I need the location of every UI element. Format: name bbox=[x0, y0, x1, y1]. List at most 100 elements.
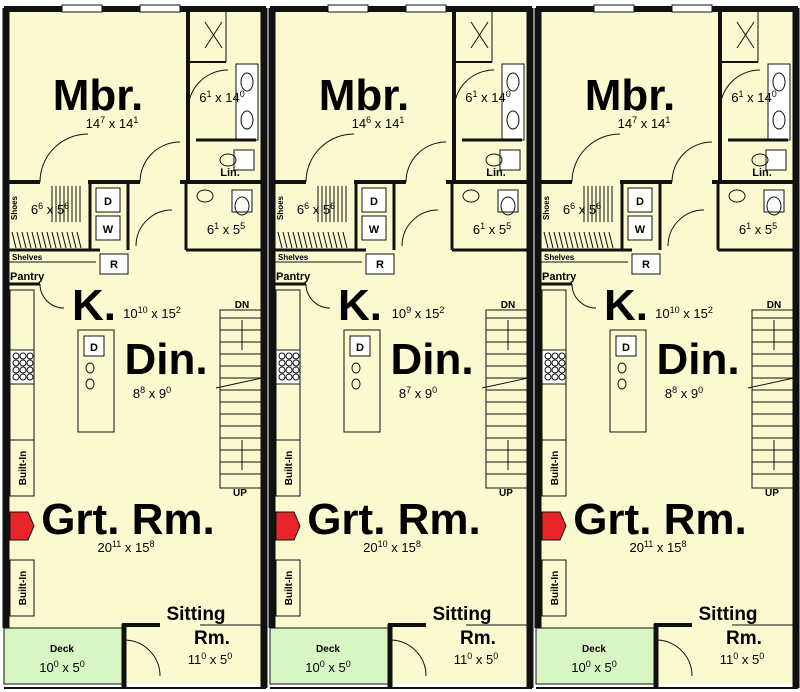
shelves-label: Shelves bbox=[12, 253, 43, 262]
shelf-hatch bbox=[297, 231, 303, 249]
shelf-hatch bbox=[61, 231, 67, 249]
shelf-hatch bbox=[588, 231, 594, 249]
island-sink-2 bbox=[351, 378, 361, 390]
burner bbox=[292, 373, 300, 381]
built-in-top bbox=[9, 439, 35, 497]
fireplace bbox=[9, 511, 35, 541]
shelf-hatch bbox=[553, 231, 559, 249]
shelf-hatch bbox=[327, 231, 333, 249]
deck-area bbox=[3, 627, 123, 685]
washer bbox=[361, 215, 387, 241]
shelves-label: Shelves bbox=[544, 253, 575, 262]
room-great-dims: 2011 x 158 bbox=[629, 539, 686, 555]
room-sitting-dims: 110 x 50 bbox=[188, 651, 233, 667]
room-mbr-name: Mbr. bbox=[319, 71, 409, 120]
room-great-name: Grt. Rm. bbox=[573, 495, 747, 544]
shelf-hatch bbox=[573, 231, 579, 249]
door-swing-3 bbox=[453, 69, 495, 111]
burner bbox=[19, 366, 27, 374]
pantry-label: Pantry bbox=[276, 271, 311, 283]
shelf-hatch bbox=[277, 231, 283, 249]
shelf-hatch bbox=[282, 231, 288, 249]
washer-label: W bbox=[635, 224, 646, 236]
stair-break bbox=[747, 377, 795, 389]
shelf-hatch bbox=[292, 231, 298, 249]
built-in-bottom bbox=[275, 559, 301, 617]
shelf-hatch bbox=[16, 231, 22, 249]
room-sitting-dims: 110 x 50 bbox=[454, 651, 499, 667]
deck-door bbox=[123, 639, 161, 677]
toilet-tank-2 bbox=[763, 189, 785, 213]
room-great-name: Grt. Rm. bbox=[307, 495, 481, 544]
washer-label: W bbox=[103, 224, 114, 236]
shelf-hatch bbox=[337, 231, 343, 249]
burner bbox=[558, 352, 566, 360]
island-sink bbox=[351, 362, 361, 374]
linen-label: Lin. bbox=[220, 167, 240, 179]
stair-down-label: DN bbox=[235, 300, 249, 311]
room-bath2-dims: 61 x 55 bbox=[207, 221, 245, 237]
fridge-label: R bbox=[376, 259, 384, 271]
sink-3 bbox=[462, 189, 480, 203]
stair-up-label: UP bbox=[765, 488, 779, 499]
room-deck-dims: 100 x 50 bbox=[305, 659, 350, 675]
shelf-hatch bbox=[21, 231, 27, 249]
built-in-top bbox=[275, 439, 301, 497]
shelf-hatch bbox=[66, 231, 72, 249]
dryer bbox=[361, 187, 387, 213]
shelf-hatch bbox=[56, 231, 62, 249]
shelf-hatch bbox=[563, 231, 569, 249]
floor-area bbox=[538, 8, 794, 684]
burner bbox=[19, 373, 27, 381]
built-in-label: Built-In bbox=[284, 451, 295, 485]
room-bath2-dims: 61 x 55 bbox=[739, 221, 777, 237]
window-top-2 bbox=[671, 4, 713, 13]
built-in-label-2: Built-In bbox=[550, 571, 561, 605]
burner bbox=[292, 366, 300, 374]
washer bbox=[627, 215, 653, 241]
door-swing-3 bbox=[719, 69, 761, 111]
room-mbr-dims: 146 x 141 bbox=[352, 115, 405, 131]
toilet bbox=[485, 153, 503, 167]
burner bbox=[544, 352, 552, 360]
room-sitting-dims: 110 x 50 bbox=[720, 651, 765, 667]
burner bbox=[544, 359, 552, 367]
sink-2 bbox=[240, 110, 254, 130]
room-deck-name: Deck bbox=[316, 644, 340, 655]
burner bbox=[551, 366, 559, 374]
window-top-2 bbox=[405, 4, 447, 13]
door-swing-2 bbox=[405, 141, 447, 183]
window-top-2 bbox=[139, 4, 181, 13]
built-in-label-2: Built-In bbox=[18, 571, 29, 605]
shelf-hatch bbox=[312, 231, 318, 249]
floor-area bbox=[6, 8, 262, 684]
island-sink-2 bbox=[85, 378, 95, 390]
shelf-hatch bbox=[76, 231, 82, 249]
sink-3 bbox=[196, 189, 214, 203]
fireplace bbox=[275, 511, 301, 541]
washer bbox=[95, 215, 121, 241]
burner bbox=[278, 352, 286, 360]
room-mbr-name: Mbr. bbox=[585, 71, 675, 120]
shelf-hatch bbox=[342, 231, 348, 249]
burner bbox=[26, 359, 34, 367]
room-mbr-dims: 147 x 141 bbox=[86, 115, 139, 131]
door-swing bbox=[571, 133, 621, 183]
built-in-label: Built-In bbox=[550, 451, 561, 485]
room-mbr-name: Mbr. bbox=[53, 71, 143, 120]
room-dining-dims: 88 x 90 bbox=[133, 385, 171, 401]
burner bbox=[26, 366, 34, 374]
shoes-label: Shoes bbox=[10, 195, 19, 220]
burner bbox=[292, 359, 300, 367]
room-sitting-name-2: Rm. bbox=[194, 628, 230, 649]
stair-down-label: DN bbox=[501, 300, 515, 311]
fridge bbox=[99, 253, 129, 275]
toilet bbox=[751, 153, 769, 167]
built-in-label: Built-In bbox=[18, 451, 29, 485]
shelf-hatch bbox=[598, 231, 604, 249]
shelf-hatch bbox=[578, 231, 584, 249]
room-mbr-dims: 147 x 141 bbox=[618, 115, 671, 131]
built-in-label-2: Built-In bbox=[284, 571, 295, 605]
